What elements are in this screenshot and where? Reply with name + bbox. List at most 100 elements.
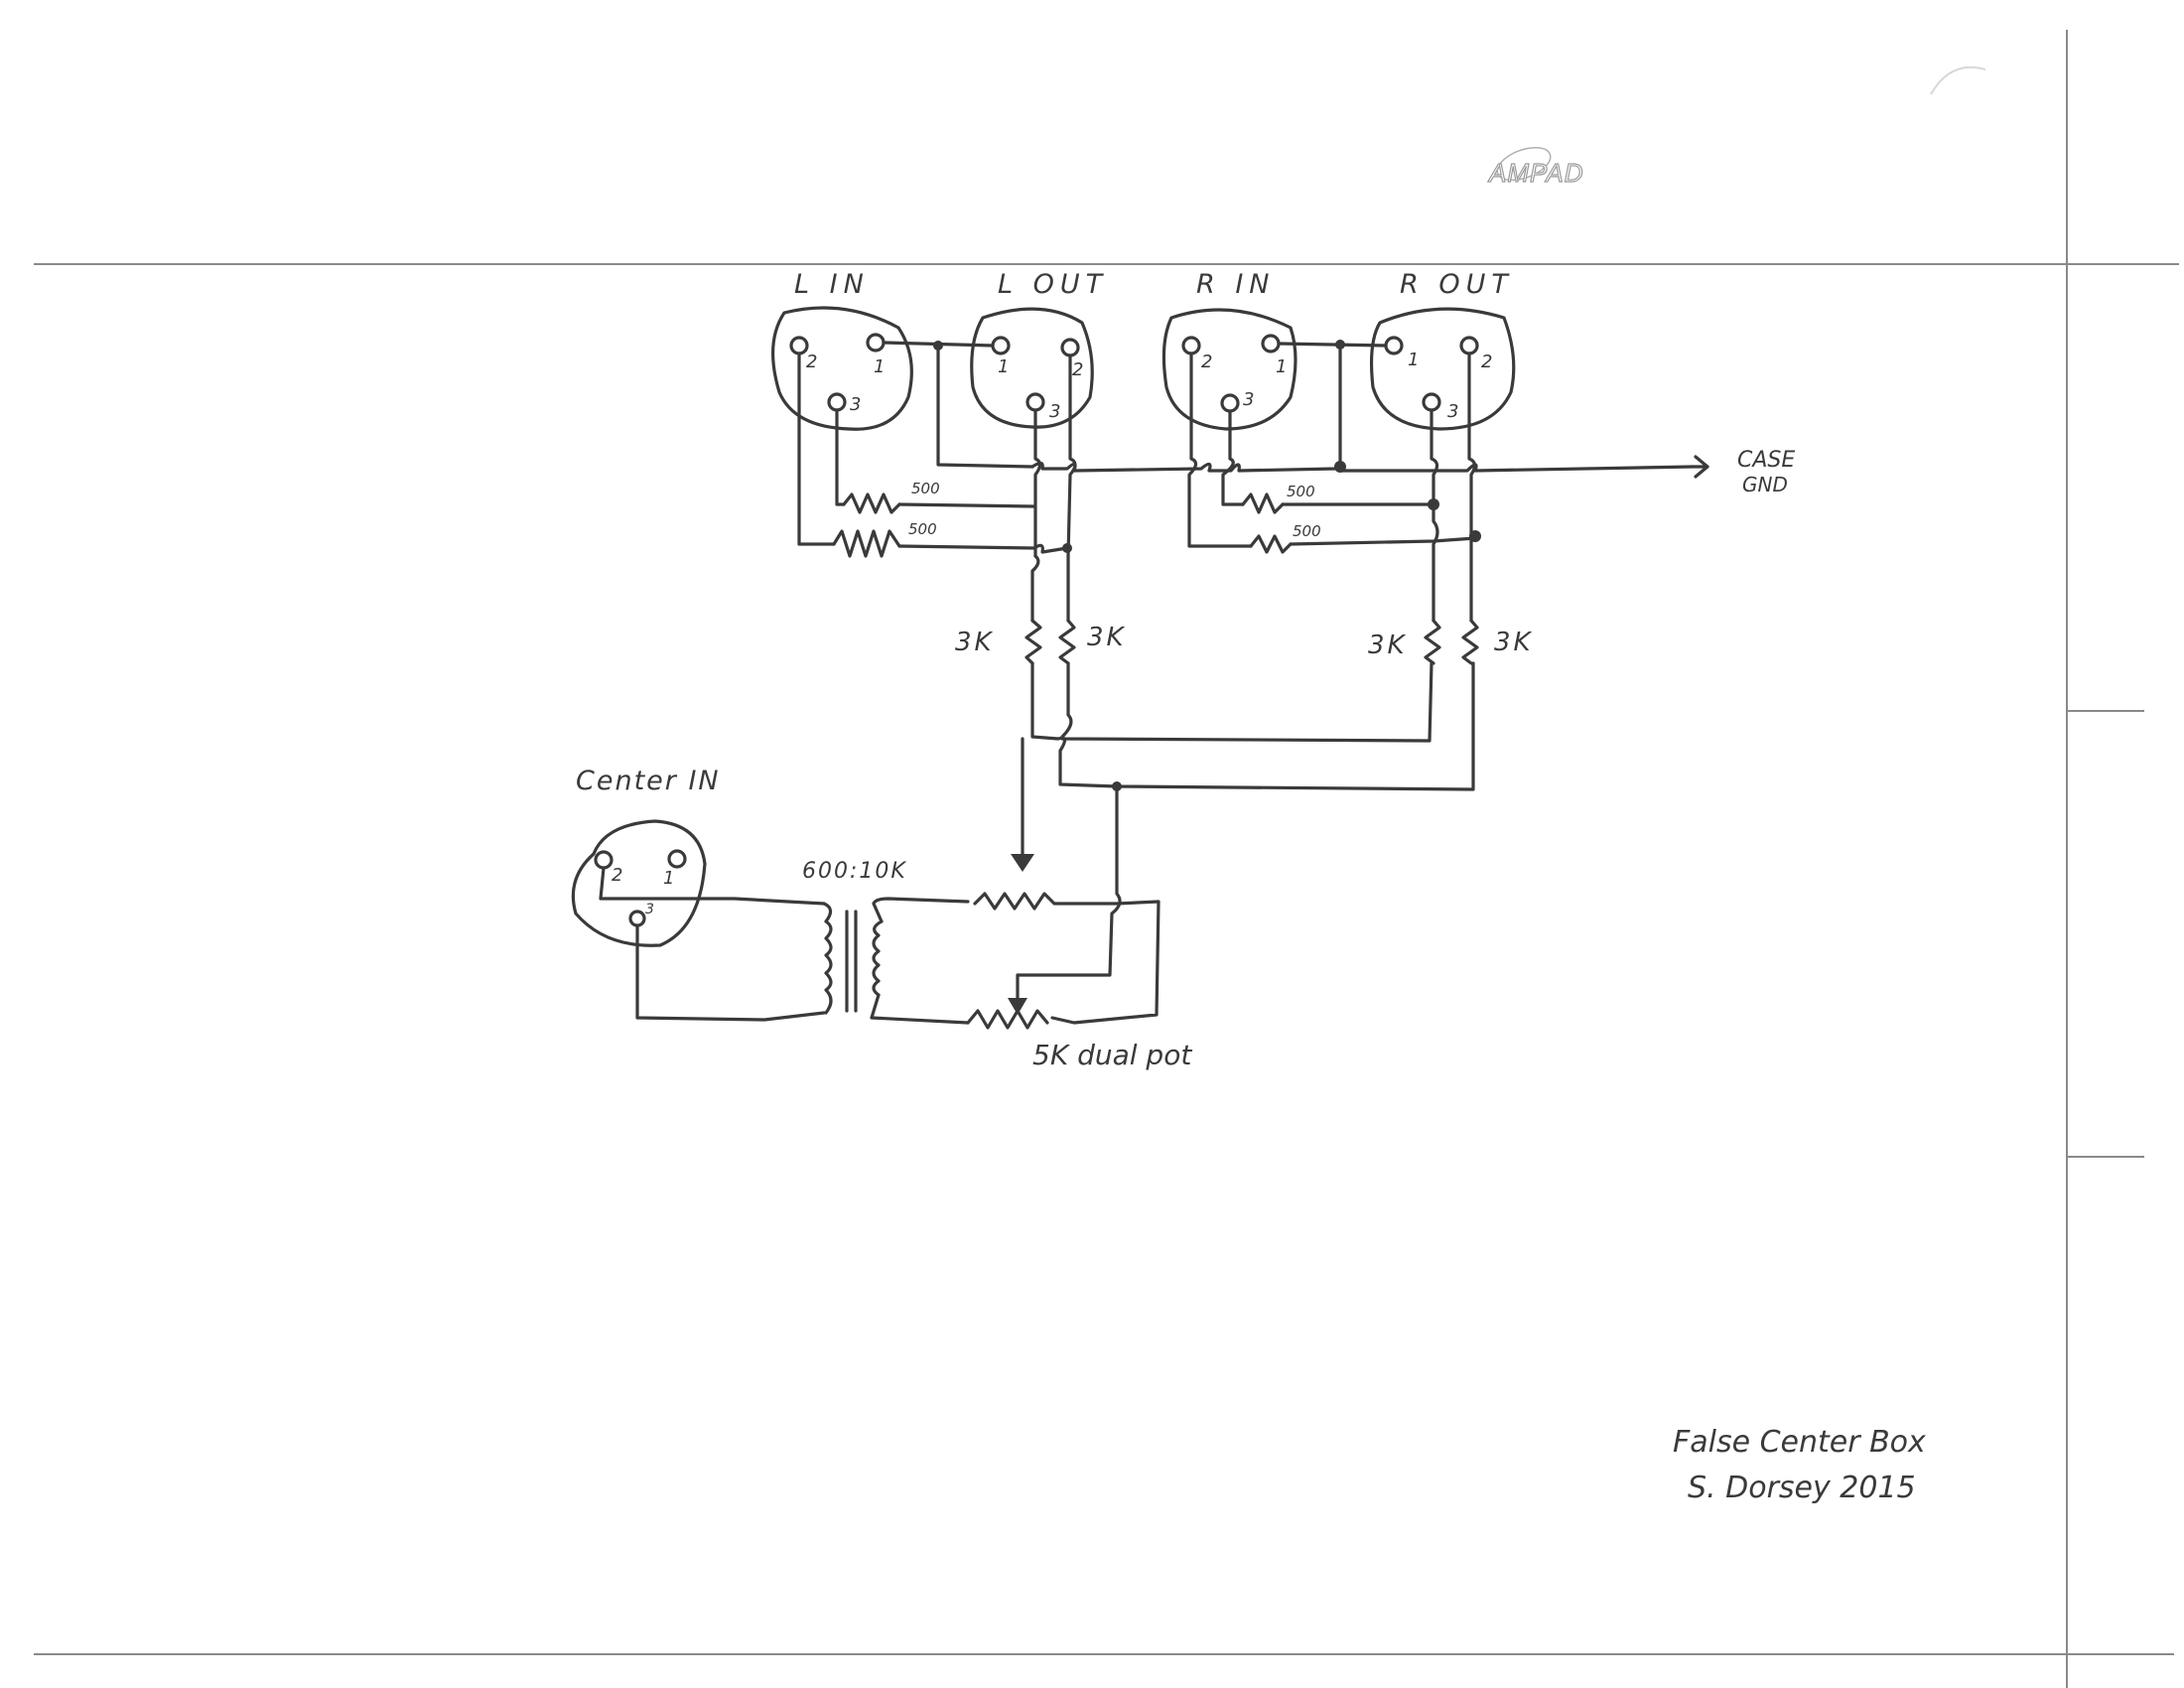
ampad-logo: AMPAD [1486,146,1584,189]
pin-1 [667,849,687,869]
resistor-500-upper-left [842,492,901,514]
pin-2 [1060,338,1080,357]
paper-rules [34,30,2179,1688]
wire-lout-pin3 [1033,408,1042,558]
pin-3-label: 3 [1447,401,1458,422]
label-center-in: Center IN [576,766,721,796]
pin-2 [1181,336,1201,355]
connector-l-out: 1 2 3 [970,307,1094,429]
wire-lin-pin2 [797,352,836,546]
pin-1 [1261,334,1281,353]
resistor-value-label: 3K [1368,631,1408,660]
wire-rin-pin2 [1187,352,1253,548]
wire-to-3k-left-a [1030,554,1040,623]
drawing-author-date: S. Dorsey 2015 [1688,1471,1916,1505]
pin-2-label: 2 [1072,359,1083,380]
pot-upper-element [973,892,1160,1025]
dual-pot: 5K dual pot [966,892,1192,1071]
summing-bus [1008,661,1475,1015]
logo-text: AMPAD [1487,158,1584,188]
pin-3 [628,910,646,927]
pin-1-label: 1 [998,356,1009,377]
junction [1334,461,1346,473]
pot-lower-element [966,1009,1049,1030]
pin-3-label: 3 [645,902,654,917]
resistor-3k-right-a [1424,619,1441,665]
resistor-3k-left-b [1058,619,1076,665]
wiper-arrow-icon [1011,854,1034,872]
wire-rout-pin3 [1430,408,1439,623]
xlr-body [1161,308,1297,431]
resistor-3k-right-b [1461,619,1479,665]
pin-2 [789,336,809,355]
title-block: False Center Box S. Dorsey 2015 [1673,1425,1926,1505]
pin-1 [1384,336,1404,355]
xlr-body [571,819,707,947]
wire-pin1-link [1277,342,1388,348]
secondary-winding-icon [872,919,884,997]
sum-bus-b [1060,661,1433,743]
resistor-value-label: 500 [1287,483,1315,500]
junction [933,341,943,351]
pin-2 [1459,336,1479,355]
pin-1-label: 1 [1408,350,1419,370]
connector-center-in: 2 1 3 [571,819,826,1022]
left-channel-wiring: 500 500 3K 3K [797,341,1695,665]
wire-res-upper-to-out3 [897,502,1036,508]
pot-label: 5K dual pot [1032,1039,1192,1071]
junction [1335,340,1345,350]
pin-2-label: 2 [612,865,622,886]
transformer [822,897,970,1025]
resistor-500-lower-left [832,529,901,558]
connector-l-in: 2 1 3 [771,306,913,431]
ground-label-gnd: GND [1742,473,1788,496]
pin-2-label: 2 [806,352,817,372]
pin-1 [866,333,886,352]
ground-label-case: CASE [1737,448,1795,473]
label-l-in: L IN [794,269,870,300]
wire-lin-pin3 [835,408,846,506]
wire-sec-top [872,897,970,923]
resistor-value-label: 3K [1494,628,1534,657]
xlr-body [771,306,913,431]
pin-3-label: 3 [1243,389,1254,410]
sum-bus-a [1030,661,1475,791]
xlr-body [1369,307,1516,431]
connector-r-out: 1 2 3 [1369,307,1516,431]
right-channel-wiring: 500 500 3K 3K [1187,340,1534,665]
wire-rin-pin3 [1221,409,1245,506]
ground-arrow-icon [1694,455,1709,479]
wire-rout-pin2 [1467,352,1477,623]
drawing-title: False Center Box [1673,1425,1926,1460]
label-r-out: R OUT [1400,269,1514,300]
wire-gnd-drop [936,346,1034,469]
wire-res-lower-to-out2 [897,543,1069,554]
pin-1 [991,336,1011,355]
label-r-in: R IN [1196,269,1276,300]
pin-2-label: 2 [1481,352,1492,372]
resistor-value-label: 3K [955,628,995,657]
pin-1-label: 1 [663,868,674,889]
resistor-value-label: 500 [908,520,937,538]
wire-to-pot-bottom-wiper [1016,786,1122,1005]
pin-3 [1220,393,1240,413]
wire-lout-pin2 [1066,353,1077,558]
resistor-value-label: 500 [1293,522,1321,540]
pin-2-label: 2 [1201,352,1212,372]
pin-3-label: 3 [850,394,861,415]
transformer-label: 600:10K [802,859,907,884]
label-l-out: L OUT [998,269,1108,300]
pin-3 [827,392,847,412]
wire-center-pin2 [599,866,826,906]
resistor-500-upper-right [1241,492,1285,514]
wiper-arrow-icon [1008,998,1027,1015]
ground-bus [1030,461,1695,473]
pin-3-label: 3 [1049,401,1060,422]
wire-center-pin3 [635,923,826,1022]
resistor-3k-left-a [1024,619,1042,665]
pin-2 [594,850,614,870]
resistor-value-label: 500 [911,480,940,497]
primary-winding-icon [822,902,833,1015]
pin-3 [1025,392,1045,412]
